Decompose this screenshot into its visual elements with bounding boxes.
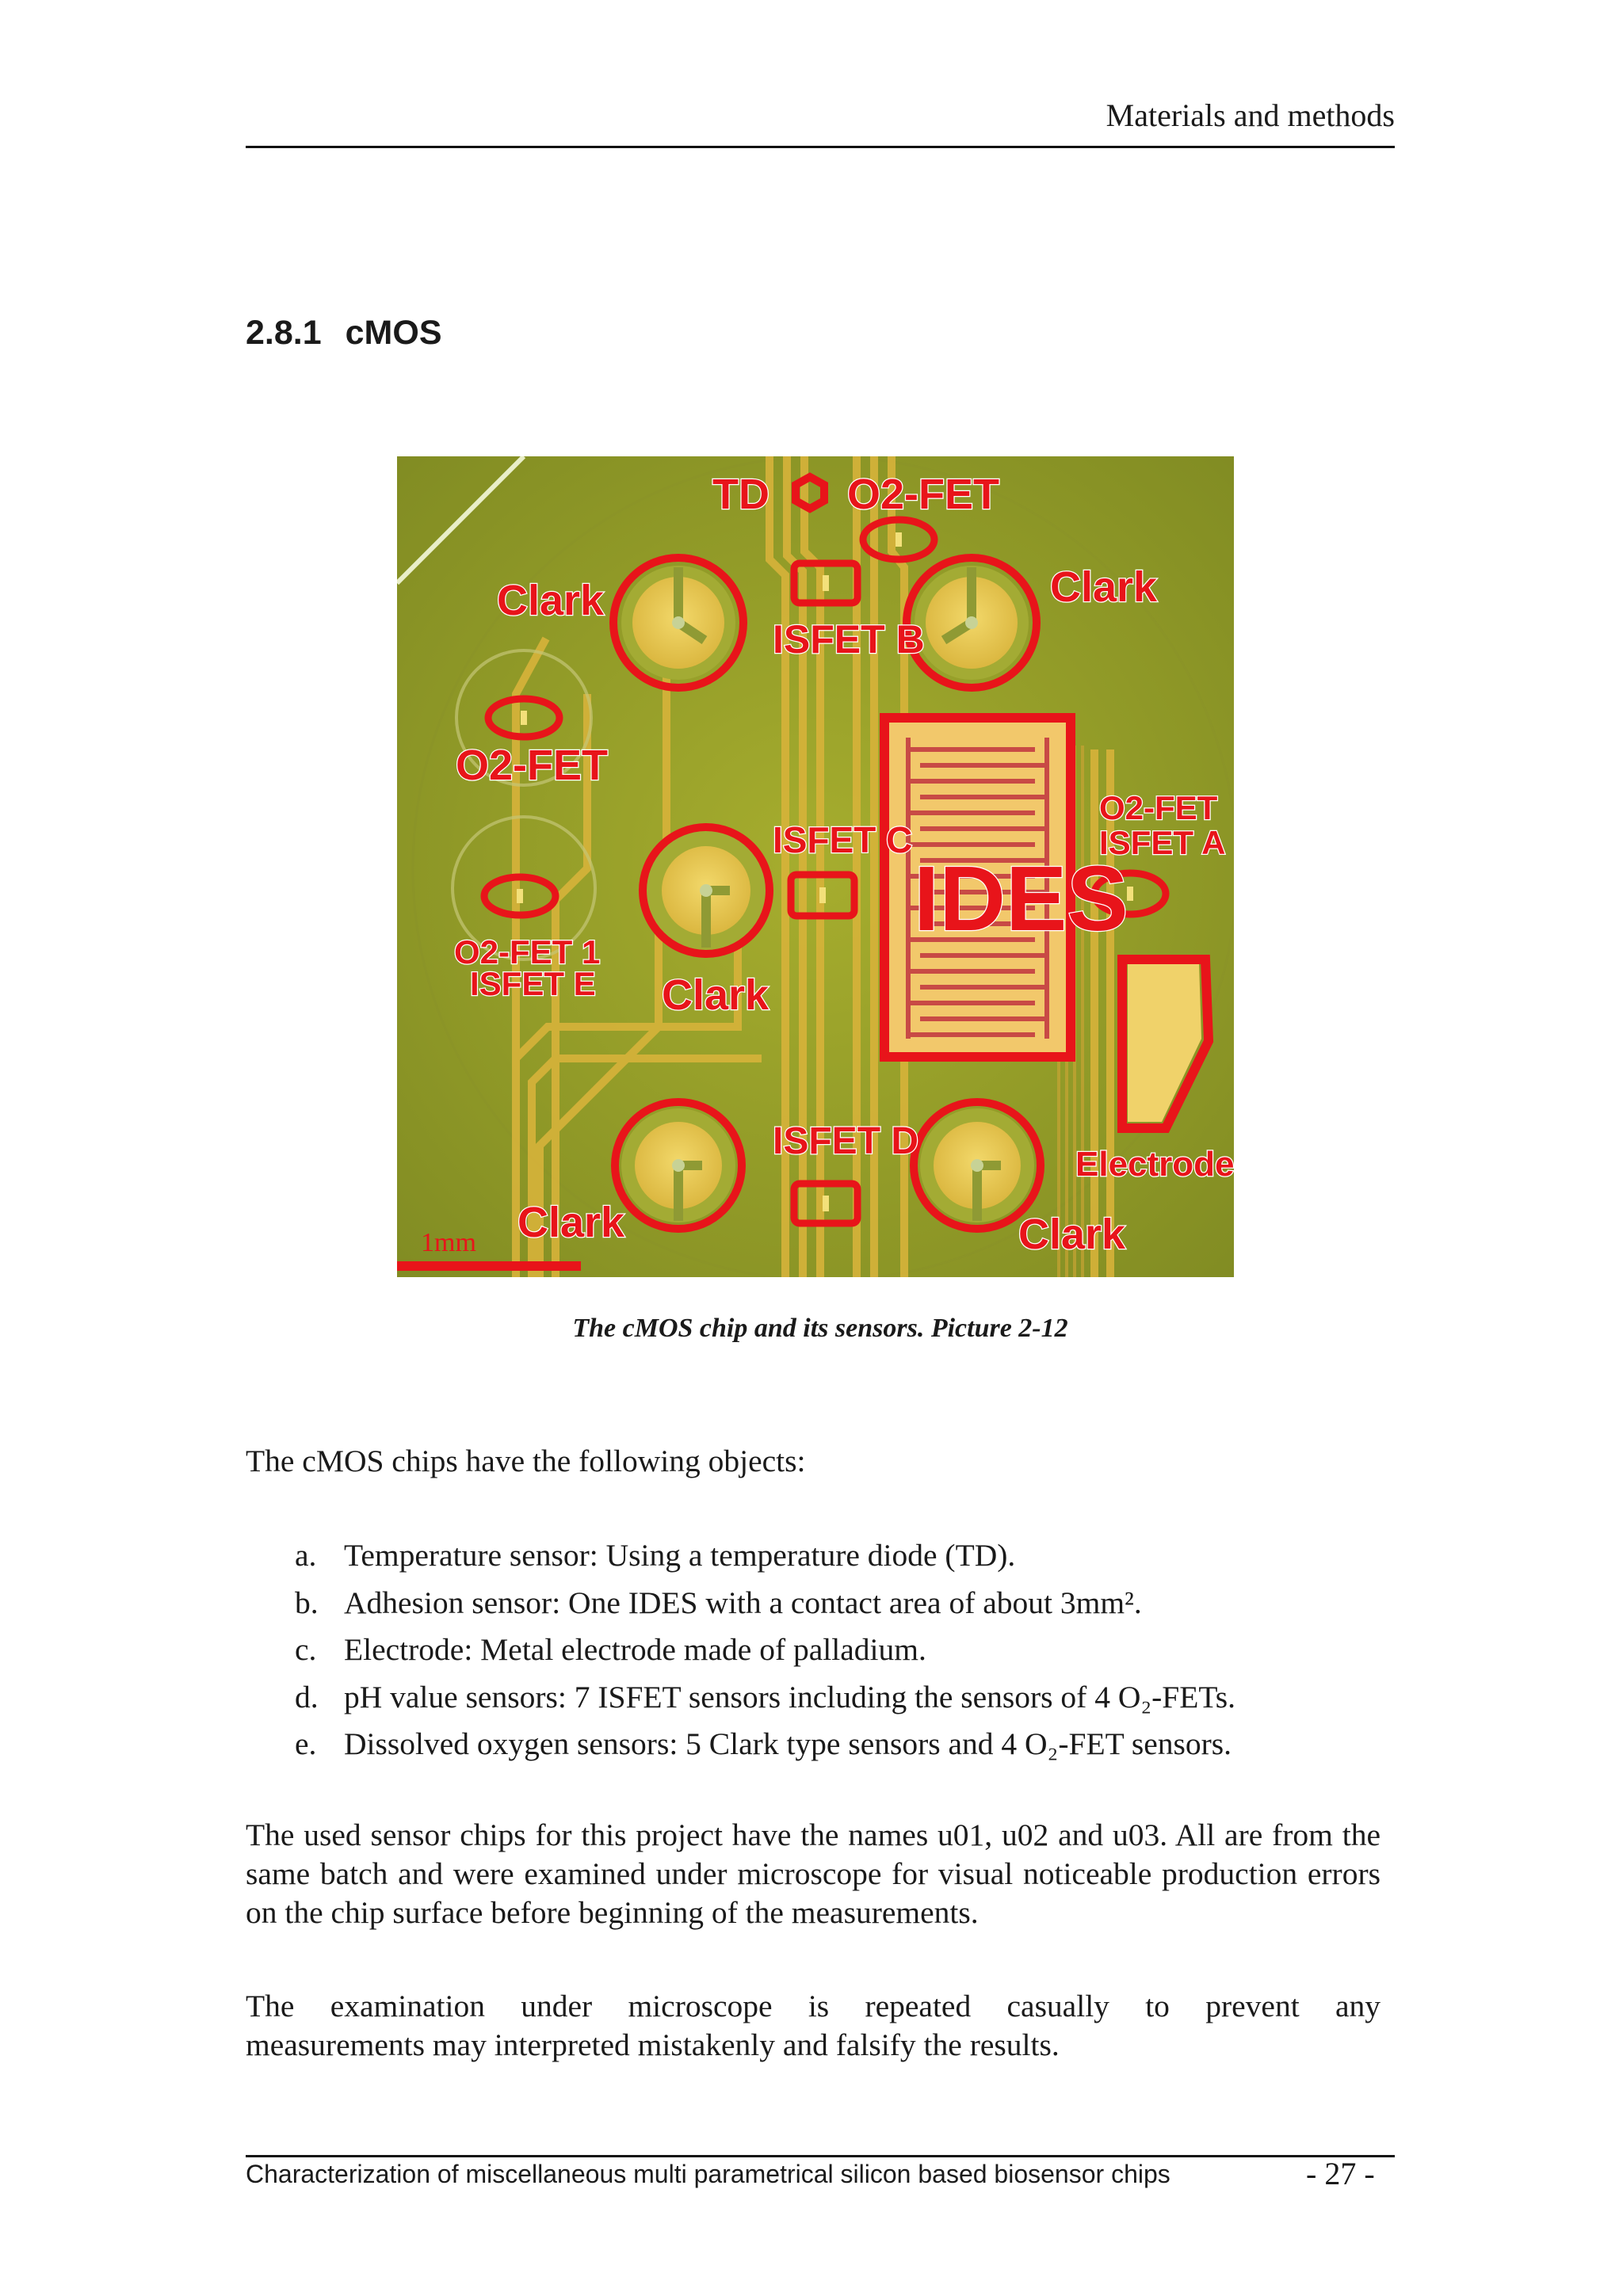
label-isfet-e: ISFET E — [470, 965, 596, 1002]
clark-sensor-bottom-left — [611, 1098, 746, 1233]
footer-title: Characterization of miscellaneous multi … — [246, 2160, 1170, 2188]
list-item-text: pH value sensors: 7 ISFET sensors includ… — [344, 1679, 1235, 1714]
list-marker: b. — [295, 1585, 319, 1620]
header-rule — [246, 146, 1395, 148]
o2fet-well-left — [455, 649, 593, 787]
label-o2fet-top: O2-FET — [847, 471, 999, 518]
running-header: Materials and methods — [1106, 97, 1395, 133]
label-o2fet-left: O2-FET — [456, 742, 608, 789]
list-item: a. Temperature sensor: Using a temperatur… — [295, 1532, 1388, 1580]
label-clark-bottom-right: Clark — [1018, 1211, 1126, 1258]
o2fet-left-marker — [484, 695, 563, 741]
intro-paragraph: The cMOS chips have the following object… — [246, 1444, 806, 1478]
o2fet-top-marker — [859, 516, 938, 563]
o2fet-left-gate — [521, 711, 527, 725]
o2fet-isfet-a-marker — [1090, 869, 1170, 918]
examination-paragraph-line-2: measurements may interpreted mistakenly … — [246, 2027, 1060, 2062]
label-electrode: Electrode — [1075, 1145, 1234, 1184]
list-marker: e. — [295, 1726, 317, 1761]
td-hexagon-marker — [792, 472, 828, 513]
list-item: d. pH value sensors: 7 ISFET sensors incl… — [295, 1674, 1388, 1722]
page-number: - 27 - — [1306, 2156, 1375, 2191]
list-item-text: Temperature sensor: Using a temperature … — [344, 1538, 1016, 1573]
section-number: 2.8.1 — [246, 314, 322, 352]
objects-list: a. Temperature sensor: Using a temperatur… — [295, 1532, 1388, 1768]
isfet-d-gate — [823, 1196, 829, 1211]
list-item: c. Electrode: Metal electrode made of pal… — [295, 1627, 1388, 1674]
o2fet1-gate — [517, 889, 523, 903]
label-o2fet1: O2-FET 1 — [454, 933, 600, 971]
o2fet-top-gate — [896, 532, 902, 547]
isfet-b-gate — [823, 575, 829, 591]
list-item-text: Electrode: Metal electrode made of palla… — [344, 1632, 926, 1667]
label-isfet-b: ISFET B — [773, 617, 925, 662]
label-isfet-c: ISFET C — [773, 819, 912, 860]
clark-sensor-middle — [639, 823, 773, 958]
section-heading: 2.8.1 cMOS — [246, 314, 442, 353]
list-marker: c. — [295, 1632, 317, 1667]
isfet-c-gate — [819, 887, 826, 903]
isfet-b-marker — [790, 559, 861, 607]
chip-micrograph: TD O2-FET Clark Clark ISFET B O2-FET ISF… — [397, 456, 1234, 1277]
list-item: e. Dissolved oxygen sensors: 5 Clark type… — [295, 1721, 1388, 1768]
clark-sensor-bottom-right — [910, 1098, 1044, 1233]
figure-caption: The cMOS chip and its sensors. Picture 2… — [572, 1314, 1068, 1343]
label-clark-top-right: Clark — [1050, 563, 1158, 611]
isfet-a-gate — [1127, 887, 1133, 901]
sensor-chips-paragraph: The used sensor chips for this project h… — [246, 1817, 1381, 1930]
clark-sensor-top-left — [609, 554, 747, 692]
isfet-c-marker — [787, 871, 858, 920]
ides-interdigitated-electrode — [880, 713, 1075, 1062]
section-title: cMOS — [345, 314, 442, 352]
clark-sensor-top-right — [903, 554, 1041, 692]
list-item: b. Adhesion sensor: One IDES with a conta… — [295, 1580, 1388, 1627]
label-clark-middle: Clark — [662, 971, 769, 1019]
label-isfet-a: ISFET A — [1099, 824, 1225, 861]
o2fet1-well — [451, 815, 597, 961]
metal-electrode — [1117, 955, 1214, 1133]
isfet-d-marker — [790, 1180, 861, 1227]
label-o2fet-right: O2-FET — [1099, 789, 1218, 826]
scale-bar — [397, 1261, 581, 1271]
list-item-text: Adhesion sensor: One IDES with a contact… — [344, 1585, 1142, 1620]
scale-bar-label: 1mm — [421, 1228, 476, 1257]
list-marker: a. — [295, 1538, 317, 1573]
label-isfet-d: ISFET D — [773, 1120, 918, 1162]
chip-outline-circle — [411, 456, 1234, 1277]
label-ides: IDES — [914, 847, 1128, 950]
label-clark-bottom-left: Clark — [517, 1199, 625, 1246]
label-clark-top-left: Clark — [497, 577, 605, 624]
label-td: TD — [712, 471, 769, 518]
list-marker: d. — [295, 1679, 319, 1714]
examination-paragraph: The examination under microscope is repe… — [246, 1987, 1381, 2065]
list-item-text: Dissolved oxygen sensors: 5 Clark type s… — [344, 1726, 1232, 1761]
examination-paragraph-line-1: The examination under microscope is repe… — [246, 1989, 1381, 2023]
o2fet1-marker — [480, 873, 559, 919]
chip-edge-line — [397, 456, 526, 585]
chip-micrograph-svg: TD O2-FET Clark Clark ISFET B O2-FET ISF… — [397, 456, 1234, 1277]
footer-rule — [246, 2155, 1395, 2157]
